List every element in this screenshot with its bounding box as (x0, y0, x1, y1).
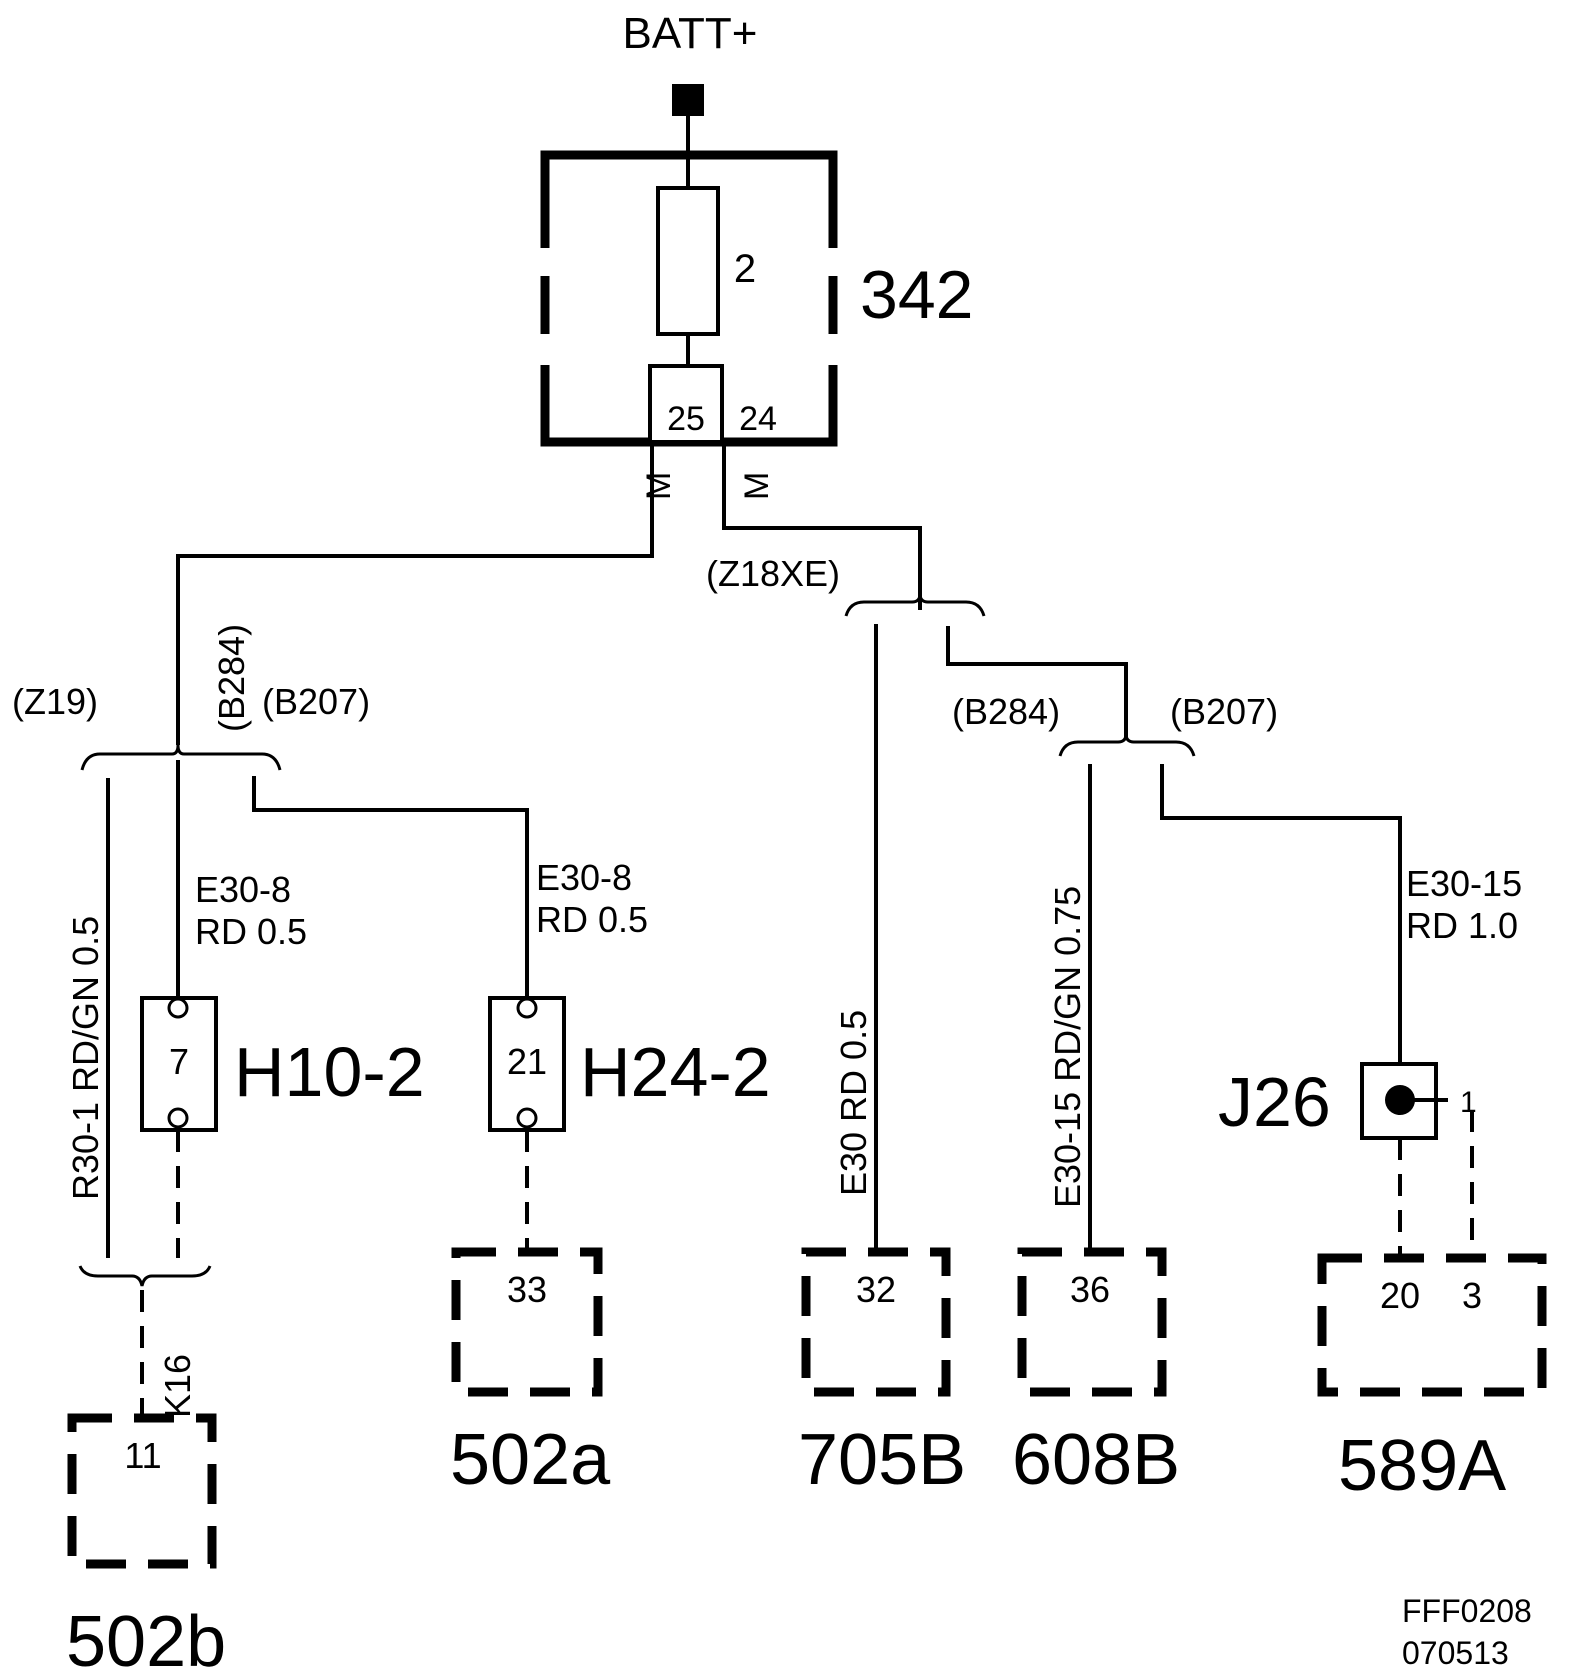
battery-terminal (672, 84, 704, 116)
module-502b-box (67, 1413, 217, 1569)
connector-h24-2: 21 H24-2 (488, 996, 771, 1132)
fuse-number: 2 (734, 247, 756, 291)
module-608b-box (1017, 1247, 1167, 1397)
h24-id: H24-2 (580, 1033, 771, 1111)
fuse-box-id: 342 (860, 257, 973, 333)
connector-h10-2: 7 H10-2 (140, 996, 425, 1132)
splice-label-b284-left: (B284) (211, 624, 252, 732)
module-705b-id: 705B (798, 1420, 966, 1500)
splice-label-b207-left: (B207) (262, 681, 370, 722)
splice-label-z19: (Z19) (12, 681, 98, 722)
splice-label-b207-right: (B207) (1170, 691, 1278, 732)
fuse-pin-block (648, 364, 724, 444)
wire-label-589-1: E30-15 (1406, 863, 1522, 904)
splice-label-z18xe: (Z18XE) (706, 553, 840, 594)
fuse-pin-25: 25 (667, 400, 705, 438)
module-502a-pin: 33 (507, 1269, 547, 1310)
footer-date: 070513 (1402, 1635, 1509, 1671)
splice-z18xe: (Z18XE) (706, 553, 986, 617)
wire-e30-8-h24 (252, 776, 529, 998)
module-502b-id: 502b (66, 1602, 226, 1680)
fuse-box-342: 2 25 24 342 (540, 150, 973, 447)
module-608b-pin: 36 (1070, 1269, 1110, 1310)
module-608b-id: 608B (1012, 1420, 1180, 1500)
right-splice: (B284) (B207) (952, 691, 1278, 757)
j26-pin: 1 (1460, 1086, 1477, 1119)
wire-right-main (722, 442, 922, 610)
module-589a-id: 589A (1338, 1426, 1506, 1506)
wire-mark-m-left: M (640, 472, 678, 500)
wire-to-right-splice (946, 626, 1128, 740)
k16-splice (78, 1265, 212, 1287)
wire-label-h24-1: E30-8 (536, 857, 632, 898)
wire-label-589-2: RD 1.0 (1406, 905, 1518, 946)
module-589a-pin-20: 20 (1380, 1275, 1420, 1316)
j26-id: J26 (1218, 1063, 1331, 1141)
wire-e30-15-j26 (1160, 764, 1402, 1064)
connector-j26: J26 1 (1218, 1062, 1477, 1141)
wire-left-main (176, 442, 654, 745)
module-502a-box (451, 1247, 603, 1397)
wire-label-h10-2: RD 0.5 (195, 911, 307, 952)
left-splice: (Z19) (B284) (B207) (12, 624, 370, 771)
h10-pin: 7 (169, 1041, 189, 1082)
footer-code: FFF0208 (1402, 1593, 1532, 1629)
wire-label-705b: E30 RD 0.5 (833, 1010, 874, 1196)
wire-label-608b: E30-15 RD/GN 0.75 (1047, 886, 1088, 1208)
h10-id: H10-2 (234, 1033, 425, 1111)
wire-label-h24-2: RD 0.5 (536, 899, 648, 940)
module-589a-pin-3: 3 (1462, 1275, 1482, 1316)
fuse-symbol (656, 186, 720, 336)
module-589a-box (1317, 1253, 1547, 1397)
batt-plus-label: BATT+ (623, 9, 758, 58)
splice-label-b284-right: (B284) (952, 691, 1060, 732)
module-502a-id: 502a (450, 1420, 611, 1500)
fuse-pin-24: 24 (739, 400, 777, 438)
module-502b-pin: 11 (124, 1435, 161, 1476)
module-705b-pin: 32 (856, 1269, 896, 1310)
wire-label-h10-1: E30-8 (195, 869, 291, 910)
k16-label: K16 (157, 1354, 198, 1418)
wire-mark-m-right: M (738, 472, 776, 500)
wire-label-r30-1: R30-1 RD/GN 0.5 (65, 916, 106, 1200)
h24-pin: 21 (507, 1041, 547, 1082)
module-705b-box (801, 1247, 951, 1397)
